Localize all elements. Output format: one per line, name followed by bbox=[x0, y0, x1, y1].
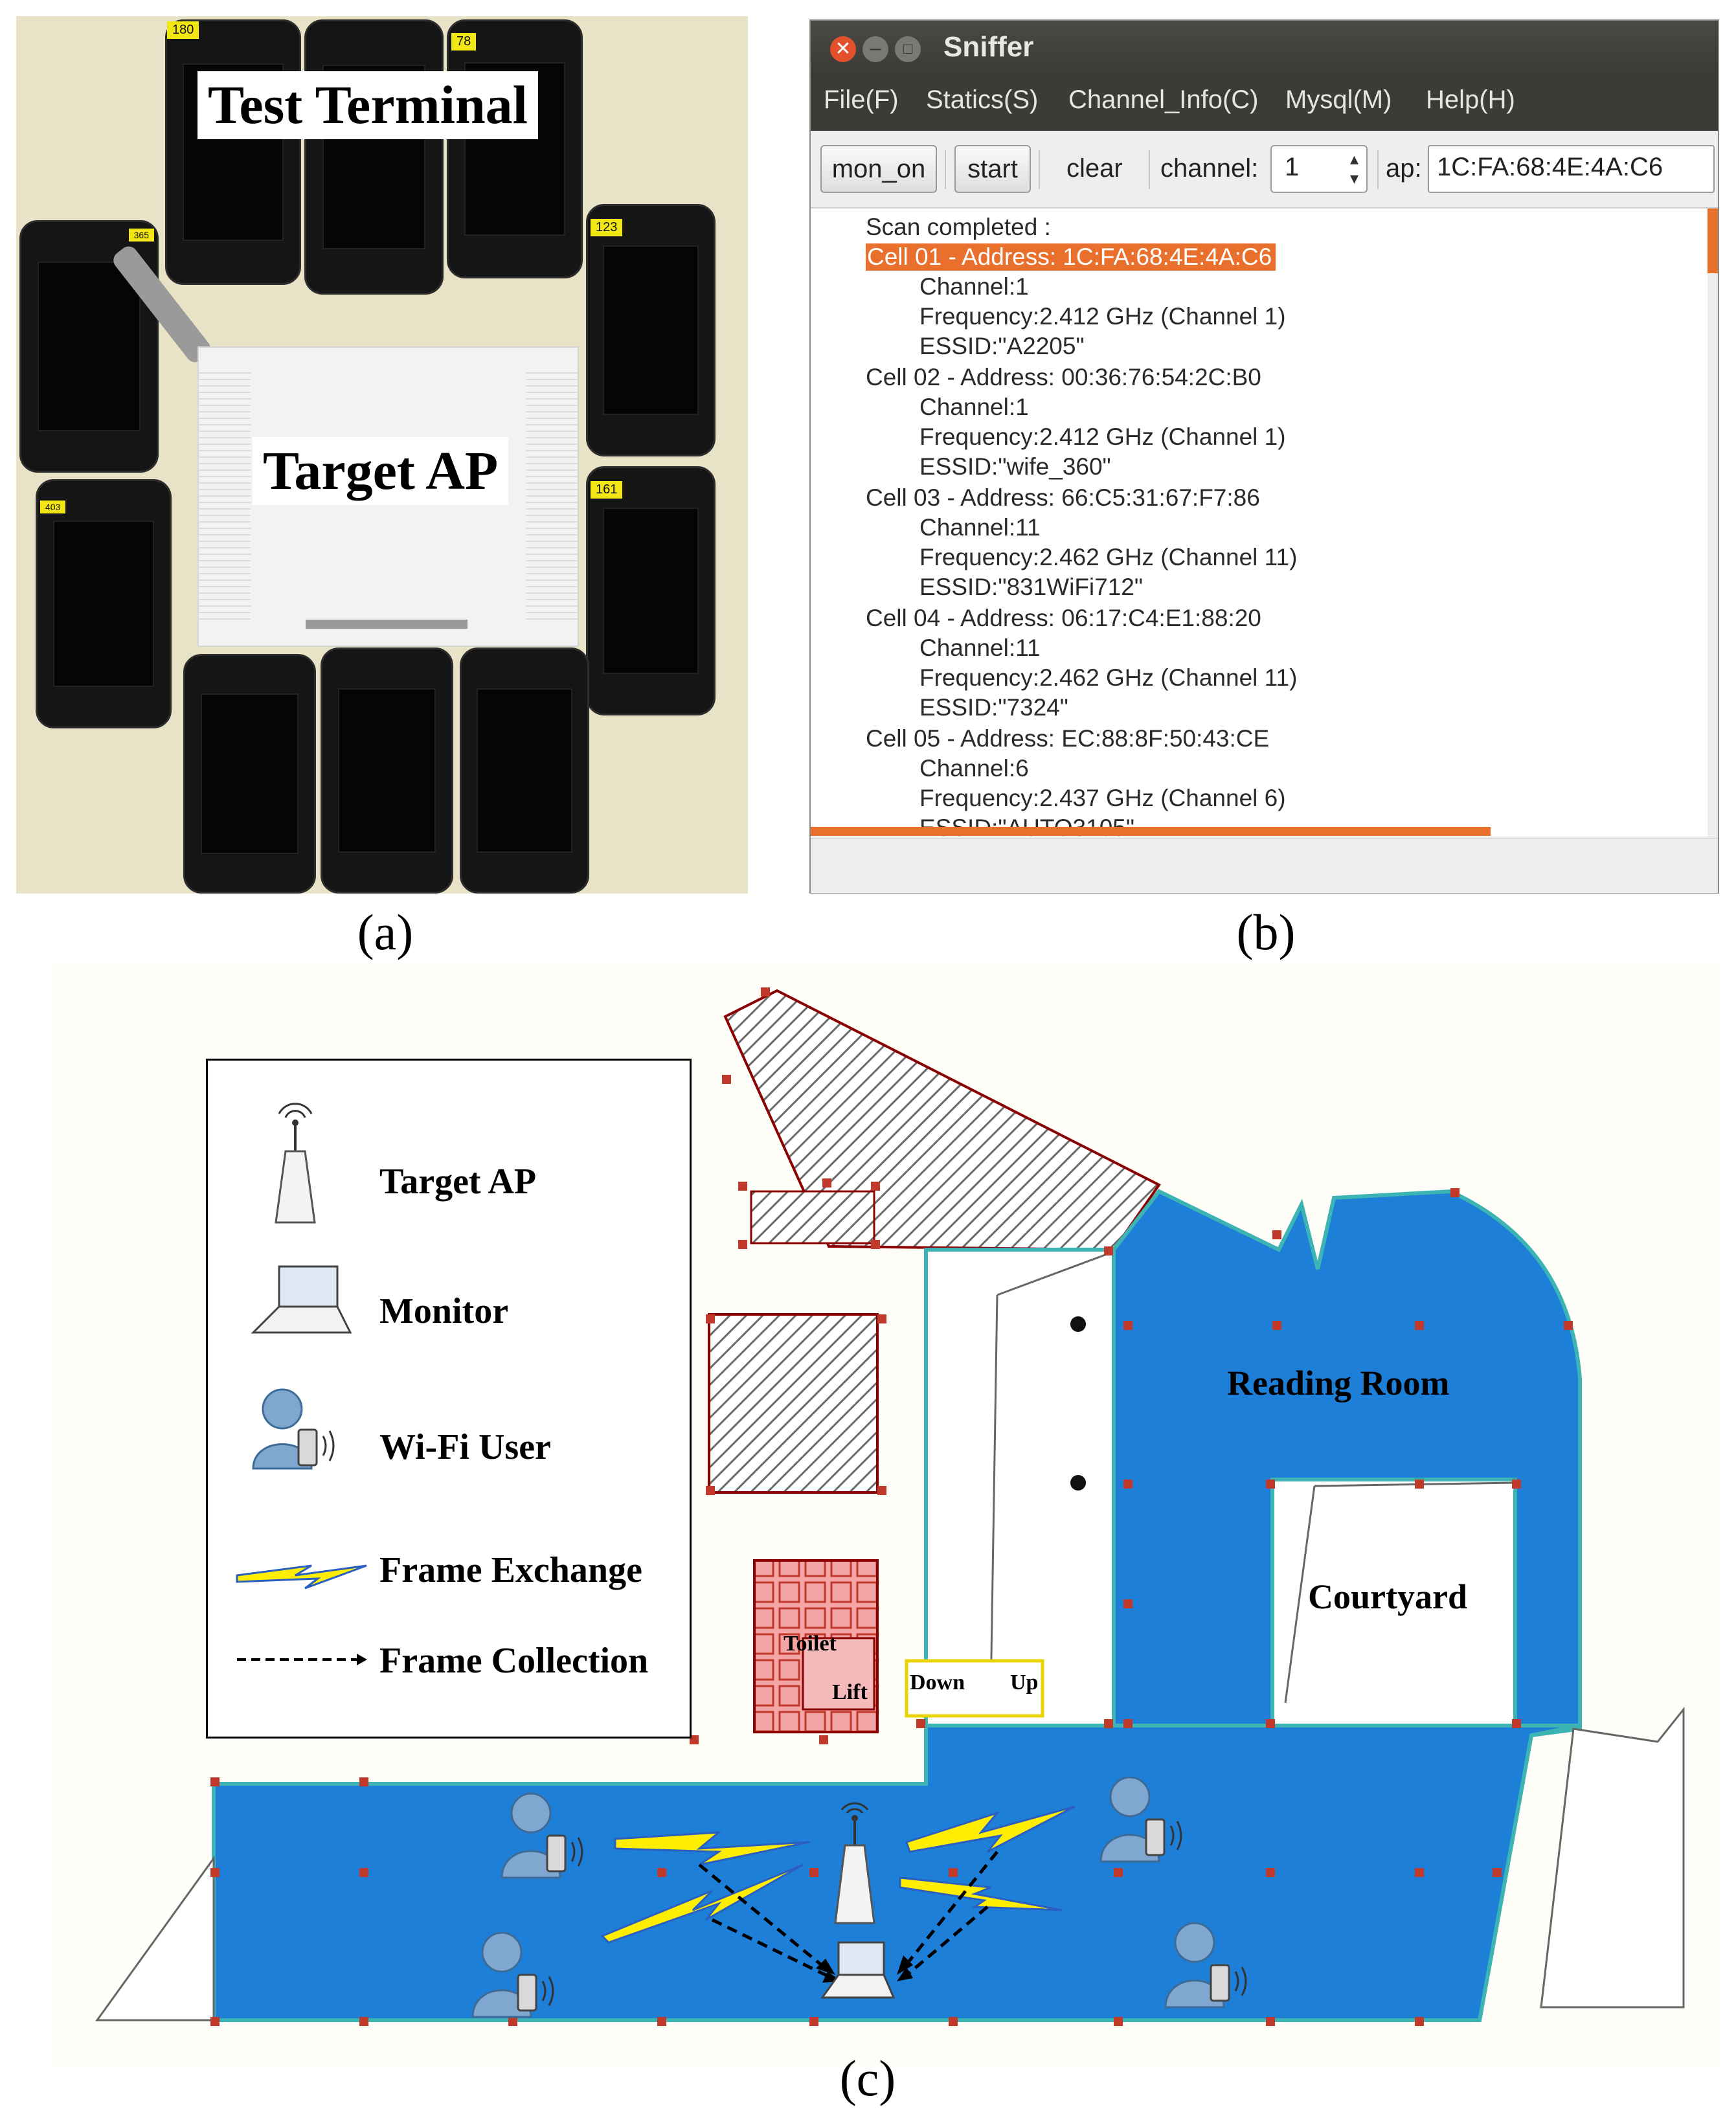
cell-channel: Channel:1 bbox=[919, 273, 1029, 300]
clear-button[interactable]: clear bbox=[1066, 154, 1123, 183]
menu-statics[interactable]: Statics(S) bbox=[926, 85, 1039, 114]
wifi-user-icon bbox=[1099, 1776, 1182, 1863]
phone bbox=[460, 647, 589, 894]
menu-file[interactable]: File(F) bbox=[824, 85, 899, 114]
phone-tag: 123 bbox=[591, 219, 623, 236]
cell-title[interactable]: Cell 04 - Address: 06:17:C4:E1:88:20 bbox=[866, 605, 1261, 631]
cell-frequency: Frequency:2.462 GHz (Channel 11) bbox=[919, 544, 1298, 570]
cell-frequency: Frequency:2.462 GHz (Channel 11) bbox=[919, 664, 1298, 691]
title-bar: ✕ – □ Sniffer bbox=[811, 21, 1718, 79]
caption-c: (c) bbox=[839, 2050, 896, 2106]
legend-target-ap: Target AP bbox=[379, 1162, 537, 1202]
down-label: Down bbox=[910, 1671, 965, 1694]
channel-value: 1 bbox=[1285, 153, 1300, 181]
menu-mysql[interactable]: Mysql(M) bbox=[1285, 85, 1392, 114]
legend-wifi-user: Wi-Fi User bbox=[379, 1427, 551, 1467]
legend: Target AP Monitor Wi-Fi User Frame Excha… bbox=[206, 1059, 692, 1739]
scan-output: Scan completed : Cell 01 - Address: 1C:F… bbox=[811, 208, 1708, 837]
cell-frequency: Frequency:2.412 GHz (Channel 1) bbox=[919, 303, 1286, 330]
phone-tag: 78 bbox=[451, 33, 477, 51]
spinner-arrows-icon[interactable]: ▴▾ bbox=[1349, 149, 1358, 188]
phone-tag: 365 bbox=[128, 229, 154, 242]
phone: 123 bbox=[586, 204, 716, 456]
legend-frame-exchange: Frame Exchange bbox=[379, 1550, 642, 1590]
cell-essid: ESSID:"831WiFi712" bbox=[919, 574, 1144, 600]
phone-tag: 403 bbox=[40, 501, 66, 513]
wifi-user-legend-icon bbox=[252, 1388, 335, 1470]
horizontal-scrollbar[interactable] bbox=[811, 827, 1491, 836]
toolbar: mon_on start clear channel: 1 ▴▾ ap: 1C:… bbox=[811, 131, 1718, 208]
menu-help[interactable]: Help(H) bbox=[1426, 85, 1515, 114]
ap-input[interactable]: 1C:FA:68:4E:4A:C6 bbox=[1428, 145, 1715, 193]
phone bbox=[321, 647, 453, 894]
phone: 403 bbox=[36, 479, 172, 728]
sniffer-window: ✕ – □ Sniffer File(F) Statics(S) Channel… bbox=[809, 19, 1719, 894]
courtyard-label: Courtyard bbox=[1308, 1577, 1467, 1616]
target-ap-icon bbox=[275, 1103, 316, 1224]
cell-channel: Channel:11 bbox=[919, 514, 1041, 541]
cell-title[interactable]: Cell 01 - Address: 1C:FA:68:4E:4A:C6 bbox=[866, 243, 1276, 271]
photo-test-setup: 180 78 365 403 123 161 Test Terminal Tar… bbox=[16, 16, 748, 894]
phone: 180 bbox=[165, 19, 301, 285]
cell-channel: Channel:11 bbox=[919, 635, 1041, 661]
cell-frequency: Frequency:2.412 GHz (Channel 1) bbox=[919, 423, 1286, 450]
vertical-scrollbar[interactable] bbox=[1708, 208, 1718, 273]
wifi-user-icon bbox=[1164, 1922, 1247, 2009]
channel-spinbox[interactable]: 1 ▴▾ bbox=[1270, 145, 1368, 193]
minimize-button[interactable]: – bbox=[862, 36, 888, 62]
cell-title[interactable]: Cell 02 - Address: 00:36:76:54:2C:B0 bbox=[866, 364, 1261, 390]
phone: 365 bbox=[19, 220, 159, 473]
cell-frequency: Frequency:2.437 GHz (Channel 6) bbox=[919, 785, 1286, 811]
wifi-user-icon bbox=[471, 1931, 554, 2018]
window-title: Sniffer bbox=[943, 31, 1034, 63]
channel-label: channel: bbox=[1160, 154, 1259, 183]
status-bar bbox=[811, 838, 1718, 893]
start-button[interactable]: start bbox=[954, 145, 1031, 193]
lightning-icon bbox=[236, 1564, 367, 1590]
scan-header: Scan completed : bbox=[866, 214, 1051, 240]
cell-essid: ESSID:"A2205" bbox=[919, 333, 1085, 359]
router bbox=[197, 346, 579, 647]
cell-title[interactable]: Cell 05 - Address: EC:88:8F:50:43:CE bbox=[866, 725, 1270, 752]
target-ap-label: Target AP bbox=[253, 437, 509, 505]
cell-channel: Channel:6 bbox=[919, 755, 1029, 782]
close-button[interactable]: ✕ bbox=[830, 36, 856, 62]
menu-bar: File(F) Statics(S) Channel_Info(C) Mysql… bbox=[811, 79, 1718, 131]
reading-room-label: Reading Room bbox=[1227, 1364, 1450, 1402]
cell-title[interactable]: Cell 03 - Address: 66:C5:31:67:F7:86 bbox=[866, 484, 1260, 511]
wifi-user-icon bbox=[501, 1792, 583, 1879]
dashed-arrow-icon bbox=[237, 1654, 367, 1665]
access-point-icon bbox=[834, 1802, 875, 1924]
caption-b: (b) bbox=[1236, 904, 1296, 960]
cell-essid: ESSID:"7324" bbox=[919, 694, 1068, 721]
legend-monitor: Monitor bbox=[379, 1291, 509, 1331]
ap-label: ap: bbox=[1386, 154, 1422, 183]
phone bbox=[183, 654, 316, 894]
menu-channel-info[interactable]: Channel_Info(C) bbox=[1068, 85, 1259, 114]
cell-essid: ESSID:"wife_360" bbox=[919, 453, 1111, 480]
cell-channel: Channel:1 bbox=[919, 394, 1029, 420]
phone: 161 bbox=[586, 466, 716, 715]
maximize-button[interactable]: □ bbox=[895, 36, 921, 62]
test-terminal-label: Test Terminal bbox=[197, 71, 538, 139]
toilet-label: Toilet bbox=[783, 1632, 837, 1656]
phone-tag: 180 bbox=[167, 21, 199, 39]
monitor-icon bbox=[251, 1265, 352, 1334]
lift-label: Lift bbox=[832, 1680, 868, 1704]
up-label: Up bbox=[1010, 1671, 1039, 1694]
caption-a: (a) bbox=[357, 904, 414, 960]
laptop-icon bbox=[820, 1941, 896, 1999]
mon-on-button[interactable]: mon_on bbox=[820, 145, 937, 193]
phone-tag: 161 bbox=[591, 481, 623, 499]
legend-frame-collection: Frame Collection bbox=[379, 1641, 649, 1681]
